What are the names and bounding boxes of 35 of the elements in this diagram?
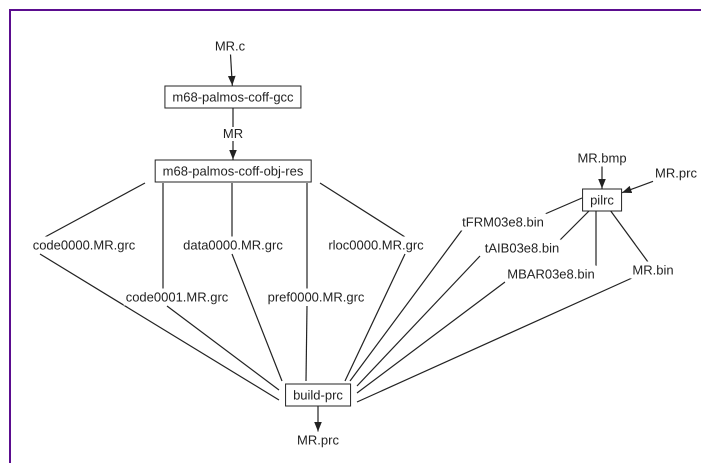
arrow (598, 166, 606, 188)
arrow (228, 54, 236, 86)
file-label: tFRM03e8.bin (460, 214, 546, 230)
file-label: rloc0000.MR.grc (326, 236, 426, 254)
connector-line (610, 210, 648, 262)
connector-line (595, 210, 597, 266)
file-label: code0001.MR.grc (124, 288, 230, 306)
connector-line (320, 182, 406, 238)
tool-box: pilrc (582, 188, 622, 212)
tool-box: m68-palmos-coff-obj-res (154, 160, 312, 182)
connector-line (544, 197, 582, 215)
connector-line (231, 183, 233, 237)
connector-line (40, 253, 280, 401)
tool-box: m68-palmos-coff-gcc (164, 86, 302, 108)
edge-label: MR (222, 127, 244, 141)
connector-line (344, 254, 406, 382)
file-label: pref0000.MR.grc (266, 288, 366, 306)
file-label: data0000.MR.grc (181, 236, 285, 254)
arrow (314, 406, 322, 432)
connector-line (356, 256, 480, 386)
tool-box: build-prc (285, 384, 351, 406)
connector-line (231, 254, 283, 382)
file-label: MR.bin (630, 262, 676, 278)
connector-line (356, 282, 506, 394)
arrow (229, 108, 237, 160)
connector-line (350, 230, 462, 382)
connector-line (166, 306, 280, 390)
connector-line (560, 210, 590, 240)
arrow (622, 180, 654, 194)
connector-line (44, 182, 146, 238)
connector-line (356, 277, 632, 403)
connector-line (162, 183, 164, 289)
connector-line (306, 183, 308, 289)
file-label: code0000.MR.grc (30, 236, 138, 254)
connector-line (305, 306, 308, 381)
